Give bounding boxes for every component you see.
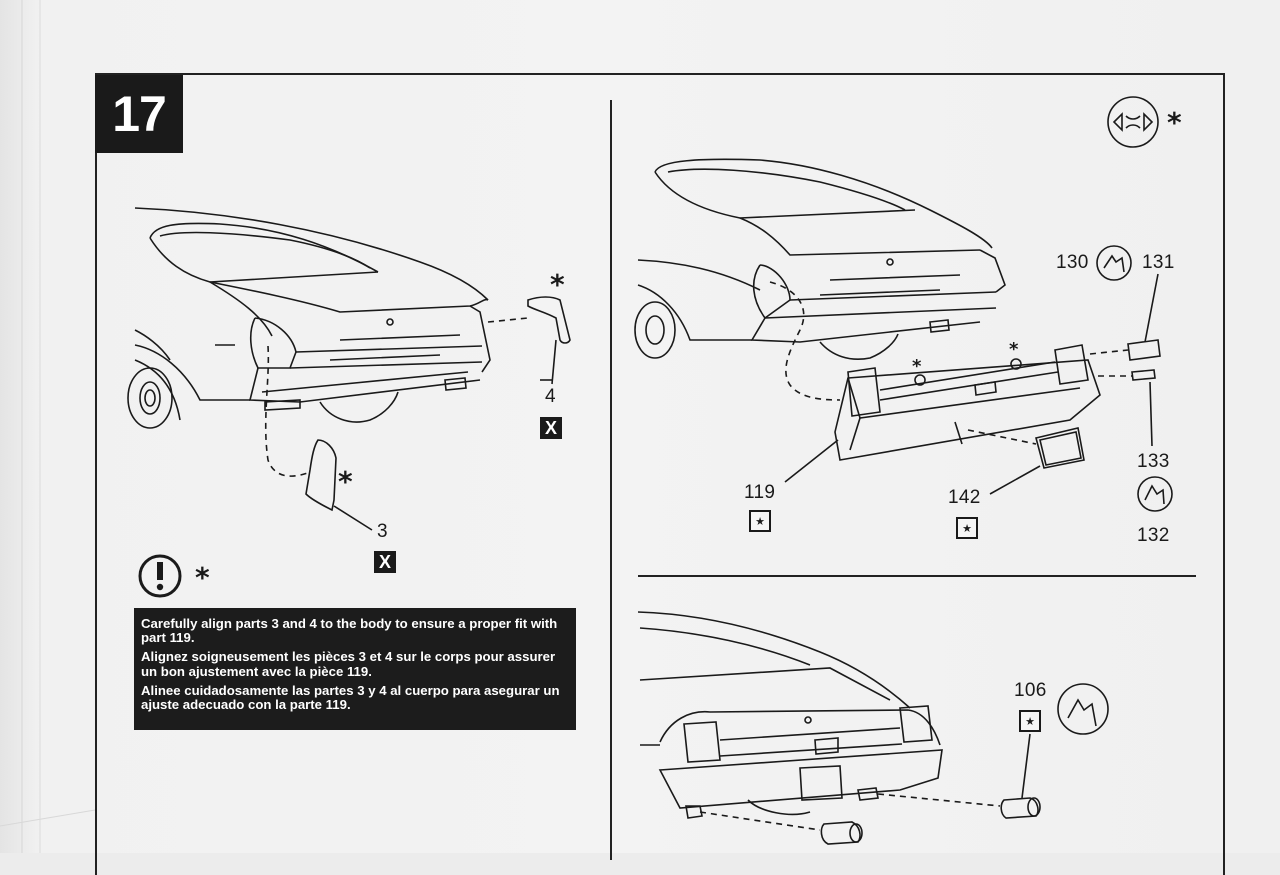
left-assembly-drawing — [127, 207, 571, 598]
part-label-119: 119 — [744, 482, 776, 503]
car-rear-left-illustration — [127, 207, 491, 429]
part-3-shape — [305, 439, 337, 512]
part-label-130: 130 — [1056, 252, 1089, 273]
part-label-142: 142 — [948, 487, 981, 508]
asterisk-bumper-left: * — [912, 356, 922, 377]
glue-symbol-icon — [1107, 96, 1159, 148]
part-131-lens — [1127, 339, 1161, 361]
guide-line-part-3 — [264, 345, 311, 477]
leader-part-119 — [784, 439, 839, 483]
asterisk-part-3: * — [338, 465, 353, 498]
car-rear-bottom-illustration — [637, 611, 943, 819]
part-label-106: 106 — [1014, 680, 1047, 701]
part-label-132: 132 — [1137, 525, 1170, 546]
part-106-tailpipe-left — [820, 821, 863, 845]
chrome-plated-star-box-119: ★ — [749, 510, 771, 532]
part-119-bumper — [834, 344, 1101, 461]
part-label-3: 3 — [377, 521, 388, 542]
leader-part-4 — [551, 339, 557, 385]
clear-part-icon — [1137, 476, 1173, 512]
asterisk-part-4: * — [550, 268, 565, 301]
right-top-assembly-drawing — [634, 96, 1173, 512]
part-133-lens — [1131, 369, 1156, 381]
leader-part-131 — [1144, 273, 1159, 343]
paper-fold-marks — [0, 0, 96, 853]
guide-line-tailpipe-left — [699, 811, 821, 831]
chrome-plated-star-box-106: ★ — [1019, 710, 1041, 732]
clear-part-icon — [1096, 245, 1132, 281]
chrome-part-icon — [1057, 683, 1109, 735]
step-number-badge: 17 — [95, 75, 183, 153]
part-142-plate — [1035, 427, 1085, 469]
instruction-french: Alignez soigneusement les pièces 3 et 4 … — [141, 649, 556, 679]
right-bottom-assembly-drawing — [637, 611, 1109, 845]
mark-x-part-3: X — [374, 551, 396, 573]
chrome-plated-star-box-142: ★ — [956, 517, 978, 539]
guide-line-part-4 — [487, 317, 529, 323]
mark-x-part-4: X — [540, 417, 562, 439]
guide-line-tailpipe-right — [877, 793, 1001, 807]
asterisk-glue-symbol: * — [1167, 106, 1182, 139]
part-label-131: 131 — [1142, 252, 1175, 273]
guide-line-part-119 — [769, 281, 841, 401]
panel-divider-vertical — [610, 100, 612, 860]
leader-part-133 — [1149, 381, 1153, 447]
instruction-spanish: Alinee cuidadosamente las partes 3 y 4 a… — [141, 682, 560, 713]
part-106-tailpipe-right — [1000, 797, 1041, 819]
instruction-english: Carefully align parts 3 and 4 to the bod… — [141, 616, 558, 646]
guide-line-part-142 — [967, 429, 1037, 445]
panel-divider-horizontal — [638, 575, 1196, 577]
leader-part-106 — [1021, 733, 1031, 799]
step-frame — [95, 73, 1225, 875]
car-rear-right-illustration — [634, 158, 1006, 360]
part-label-4: 4 — [545, 386, 556, 407]
part-label-133: 133 — [1137, 451, 1170, 472]
leader-part-142 — [989, 465, 1041, 495]
asterisk-caution: * — [195, 561, 210, 594]
instruction-note: Carefully align parts 3 and 4 to the bod… — [134, 608, 576, 730]
asterisk-bumper-right: * — [1009, 339, 1019, 360]
caution-icon — [138, 554, 182, 598]
part-4-shape — [527, 296, 571, 344]
leader-part-3 — [333, 505, 373, 531]
